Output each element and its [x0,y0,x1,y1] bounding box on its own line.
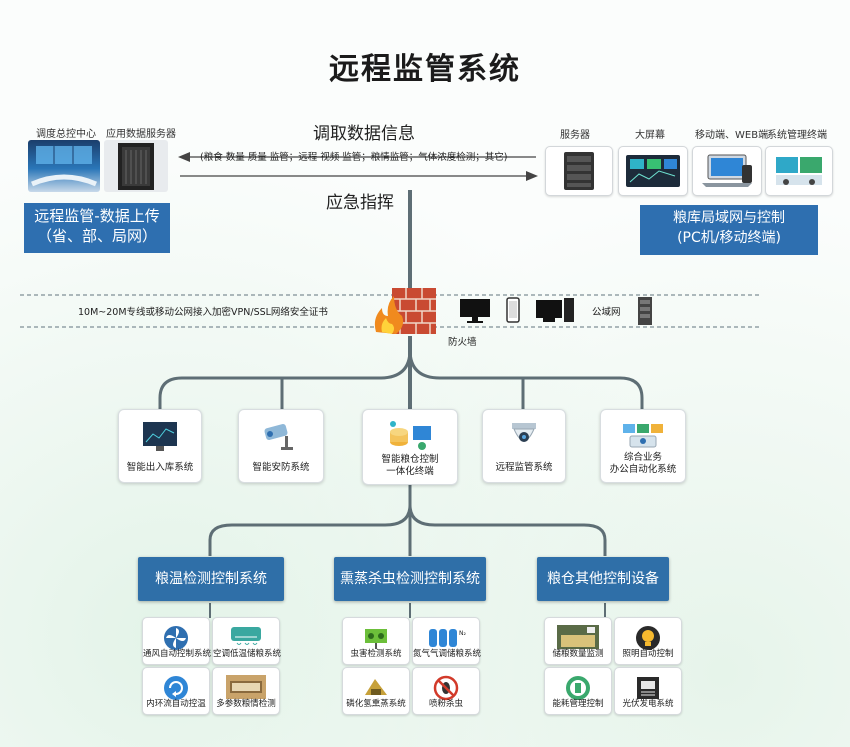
remote-upload-line1: 远程监管-数据上传 [34,207,160,225]
system-card-security[interactable]: 智能安防系统 [238,409,324,483]
item-multi-param[interactable]: 多参数粮情检测 [212,667,280,715]
item-label: 光伏发电系统 [622,699,674,709]
phone-icon [506,297,520,323]
item-dust-insecticide[interactable]: 喷粉杀虫 [412,667,480,715]
svg-text:N₂: N₂ [459,630,466,637]
warehouse-photo-icon [226,675,266,699]
desktop-pc-icon [536,298,574,322]
energy-cycle-icon [566,676,590,700]
system-label-line1: 智能粮仓控制 [381,454,439,465]
iot-control-icon [390,421,431,450]
item-pest-detect[interactable]: 虫害检测系统 [342,617,410,665]
item-label: 虫害检测系统 [350,649,402,659]
label-big-screen: 大屏幕 [635,130,665,141]
remote-upload-box: 远程监管-数据上传 （省、部、局网） [24,203,170,253]
lightbulb-icon [636,626,660,650]
item-energy[interactable]: 能耗管理控制 [544,667,612,715]
lan-label: 公域网 [592,307,621,318]
label-server: 服务器 [560,130,590,141]
server-icon [564,152,594,190]
item-ventilation[interactable]: 通风自动控制系统 [142,617,212,665]
office-automation-icon [623,424,663,448]
item-label: 氮气气调储粮系统 [413,649,482,659]
item-label: 磷化氢熏蒸系统 [346,699,406,709]
firewall-icon [374,288,436,334]
admin-terminal-icon [776,157,822,185]
item-solar[interactable]: 光伏发电系统 [614,667,682,715]
monitor-icon [460,299,490,323]
granary-lan-box: 粮库局域网与控制 (PC机/移动终端) [640,205,818,255]
item-label: 喷粉杀虫 [428,699,463,709]
system-card-remote[interactable]: 远程监管系统 [482,409,566,483]
vpn-text: 10M~20M专线或移动公网接入加密VPN/SSL网络安全证书 [78,307,328,318]
pest-sensor-icon [365,629,387,649]
item-label: 多参数粮情检测 [216,699,276,709]
item-label: 储粮数量监测 [552,649,604,659]
monitor-chart-icon [143,422,177,451]
security-camera-icon [264,424,293,450]
item-grain-quantity[interactable]: 储粮数量监测 [544,617,612,665]
system-card-office[interactable]: 综合业务 办公自动化系统 [600,409,686,483]
item-inner-circulation[interactable]: 内环流自动控温 [142,667,210,715]
no-bug-icon [433,675,459,701]
server-rack-icon [118,143,154,190]
item-label: 通风自动控制系统 [143,649,212,659]
dome-camera-icon [512,423,536,442]
air-conditioner-icon [231,627,261,645]
system-card-inout[interactable]: 智能出入库系统 [118,409,202,483]
firewall-label: 防火墙 [448,337,477,348]
granary-lan-line2: (PC机/移动终端) [677,230,781,246]
section-fumigation[interactable]: 熏蒸杀虫检测控制系统 [334,557,486,601]
item-lighting[interactable]: 照明自动控制 [614,617,682,665]
item-label: 内环流自动控温 [146,699,206,709]
section-grain-temp[interactable]: 粮温检测控制系统 [138,557,284,601]
emergency-command-label: 应急指挥 [326,193,394,213]
label-admin-terminal: 系统管理终端 [767,130,827,141]
grain-store-photo-icon [557,625,599,649]
granary-lan-line1: 粮库局域网与控制 [673,210,785,226]
fetch-data-label: 调取数据信息 [313,124,415,144]
laptop-icon [702,154,752,187]
label-mobile-web: 移动端、WEB端 [695,130,769,141]
page-title: 远程监管系统 [329,52,521,87]
mobile-web-card [692,146,762,196]
system-label-line2: 办公自动化系统 [609,464,677,475]
control-room-icon [30,146,98,187]
system-label: 智能安防系统 [252,462,310,473]
network-devices [460,297,574,323]
app-server-label: 应用数据服务器 [106,129,176,140]
dispatch-center-photo [28,140,100,192]
solar-panel-icon [637,677,659,699]
circulation-icon [164,676,188,700]
item-label: 空调低温储粮系统 [213,649,282,659]
system-card-integrated[interactable]: 智能粮仓控制 一体化终端 [362,409,458,485]
lan-server-icon [638,297,652,325]
fumigation-icon [365,679,387,695]
nitrogen-tanks-icon: N₂ [429,629,466,647]
admin-terminal-card [765,146,833,196]
big-screen-icon [626,155,680,187]
firewall [372,282,438,340]
dispatch-center-label: 调度总控中心 [36,129,96,140]
fan-icon [164,626,188,650]
system-label-line2: 一体化终端 [386,466,434,477]
system-label-line1: 综合业务 [623,452,662,463]
item-label: 照明自动控制 [622,649,674,659]
remote-upload-line2: （省、部、局网） [36,227,157,245]
server-card [545,146,613,196]
item-label: 能耗管理控制 [552,699,604,709]
section-other-devices[interactable]: 粮仓其他控制设备 [537,557,669,601]
big-screen-card [618,146,688,196]
item-phosphine[interactable]: 磷化氢熏蒸系统 [342,667,410,715]
server-rack-photo [104,140,168,192]
item-nitrogen[interactable]: N₂ 氮气气调储粮系统 [412,617,482,665]
item-ac-storage[interactable]: 空调低温储粮系统 [212,617,282,665]
system-label: 智能出入库系统 [126,462,194,473]
fetch-data-detail: (粮食 数量 质量 监管；远程 视频 监管；粮情监管；气体浓度检测；其它) [200,152,508,163]
system-label: 远程监管系统 [495,462,553,473]
